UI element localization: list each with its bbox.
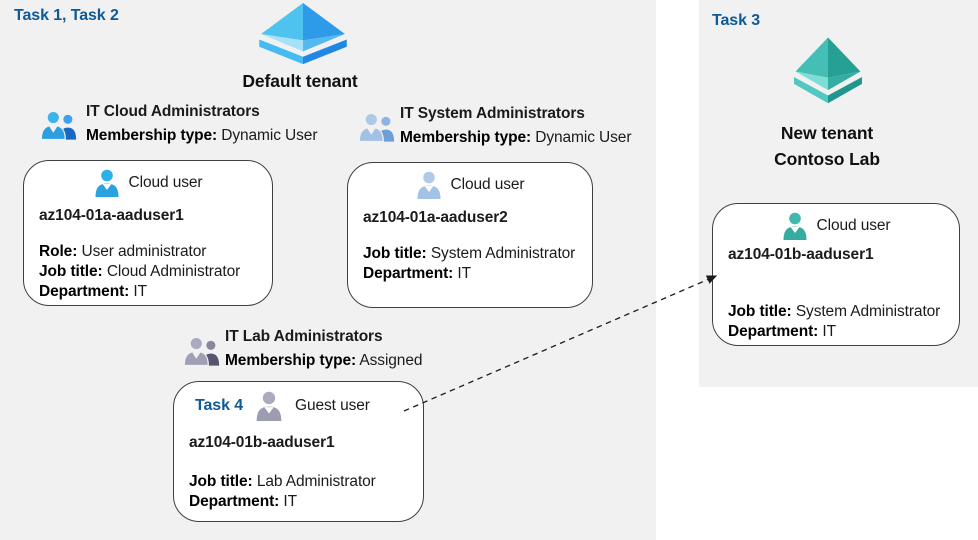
user-fields: Job title: System Administrator Departme… <box>361 244 579 284</box>
membership-type-value: Assigned <box>359 352 423 369</box>
field-value: System Administrator <box>795 303 941 320</box>
user-fields: Job title: Lab Administrator Department:… <box>187 472 410 512</box>
task-3-label: Task 3 <box>712 12 761 29</box>
new-tenant-user-card: Cloud user az104-01b-aaduser1 Job title:… <box>712 203 960 346</box>
field-role: Role: User administrator <box>39 242 259 262</box>
task-4-label: Task 4 <box>195 397 244 414</box>
azure-ad-tenant-icon <box>257 3 349 65</box>
new-tenant-line2: Contoso Lab <box>774 149 880 169</box>
field-label: Department: <box>39 283 130 300</box>
username: az104-01a-aaduser1 <box>39 207 184 224</box>
cloud-user-icon <box>95 169 119 197</box>
card-header: Cloud user <box>361 169 579 201</box>
task-1-2-label: Task 1, Task 2 <box>14 7 119 24</box>
field-department: Department: IT <box>189 492 410 512</box>
username: az104-01b-aaduser1 <box>728 246 874 263</box>
field-value: System Administrator <box>430 245 576 262</box>
field-job-title: Job title: System Administrator <box>728 302 946 322</box>
field-value: IT <box>457 265 471 282</box>
azure-ad-pyramid-blue-icon <box>259 3 347 65</box>
group-title-lab-admins: IT Lab Administrators <box>225 328 383 345</box>
two-users-icon <box>358 112 395 142</box>
membership-type-value: Dynamic User <box>535 129 632 146</box>
field-job-title: Job title: Cloud Administrator <box>39 262 259 282</box>
group-membership-system-admins: Membership type: Dynamic User <box>400 129 631 147</box>
membership-type-label: Membership type: <box>400 129 532 146</box>
user-type-label: Guest user <box>295 397 370 414</box>
field-department: Department: IT <box>728 322 946 342</box>
card-header: Cloud user <box>37 167 259 199</box>
cloud-user-icon <box>417 171 441 199</box>
field-job-title: Job title: System Administrator <box>363 244 579 264</box>
user-card-aaduser1: Cloud user az104-01a-aaduser1 Role: User… <box>23 160 273 306</box>
field-job-title: Job title: Lab Administrator <box>189 472 410 492</box>
group-icon-system-admins <box>358 112 396 142</box>
user-fields: Job title: System Administrator Departme… <box>726 302 946 342</box>
cloud-user-icon <box>783 212 807 240</box>
field-value: User administrator <box>81 243 207 260</box>
field-value: IT <box>283 493 297 510</box>
guest-user-icon <box>256 391 282 421</box>
card-header: Task 4 Guest user <box>187 390 410 422</box>
field-department: Department: IT <box>363 264 579 284</box>
user-card-aaduser2: Cloud user az104-01a-aaduser2 Job title:… <box>347 162 593 308</box>
group-membership-cloud-admins: Membership type: Dynamic User <box>86 127 317 145</box>
new-tenant-line1: New tenant <box>780 123 874 143</box>
azure-ad-pyramid-teal-icon <box>794 37 862 104</box>
group-icon-cloud-admins <box>40 110 78 140</box>
group-icon-lab-admins <box>183 336 221 366</box>
field-value: Lab Administrator <box>256 473 376 490</box>
user-type-label: Cloud user <box>450 176 525 193</box>
field-label: Department: <box>728 323 819 340</box>
user-type-label: Cloud user <box>816 217 891 234</box>
new-tenant-icon <box>789 36 867 104</box>
group-title-system-admins: IT System Administrators <box>400 105 585 122</box>
field-label: Department: <box>363 265 454 282</box>
membership-type-label: Membership type: <box>225 352 357 369</box>
card-header: Cloud user <box>726 210 946 242</box>
field-label: Job title: <box>39 263 103 280</box>
field-value: IT <box>822 323 836 340</box>
user-fields: Role: User administrator Job title: Clou… <box>37 242 259 302</box>
two-users-icon <box>183 336 220 366</box>
new-tenant-title: New tenant Contoso Lab <box>737 120 917 172</box>
two-users-icon <box>40 110 77 140</box>
username: az104-01b-aaduser1 <box>189 434 335 451</box>
field-label: Job title: <box>189 473 253 490</box>
field-value: IT <box>133 283 147 300</box>
group-title-cloud-admins: IT Cloud Administrators <box>86 103 260 120</box>
field-value: Cloud Administrator <box>106 263 241 280</box>
user-type-label: Cloud user <box>128 174 203 191</box>
field-department: Department: IT <box>39 282 259 302</box>
guest-user-card: Task 4 Guest user az104-01b-aaduser1 Job… <box>173 381 424 522</box>
default-tenant-title: Default tenant <box>242 71 358 91</box>
group-membership-lab-admins: Membership type: Assigned <box>225 352 422 370</box>
field-label: Role: <box>39 243 78 260</box>
field-label: Job title: <box>728 303 792 320</box>
membership-type-value: Dynamic User <box>221 127 318 144</box>
field-label: Department: <box>189 493 280 510</box>
membership-type-label: Membership type: <box>86 127 218 144</box>
field-label: Job title: <box>363 245 427 262</box>
username: az104-01a-aaduser2 <box>363 209 508 226</box>
